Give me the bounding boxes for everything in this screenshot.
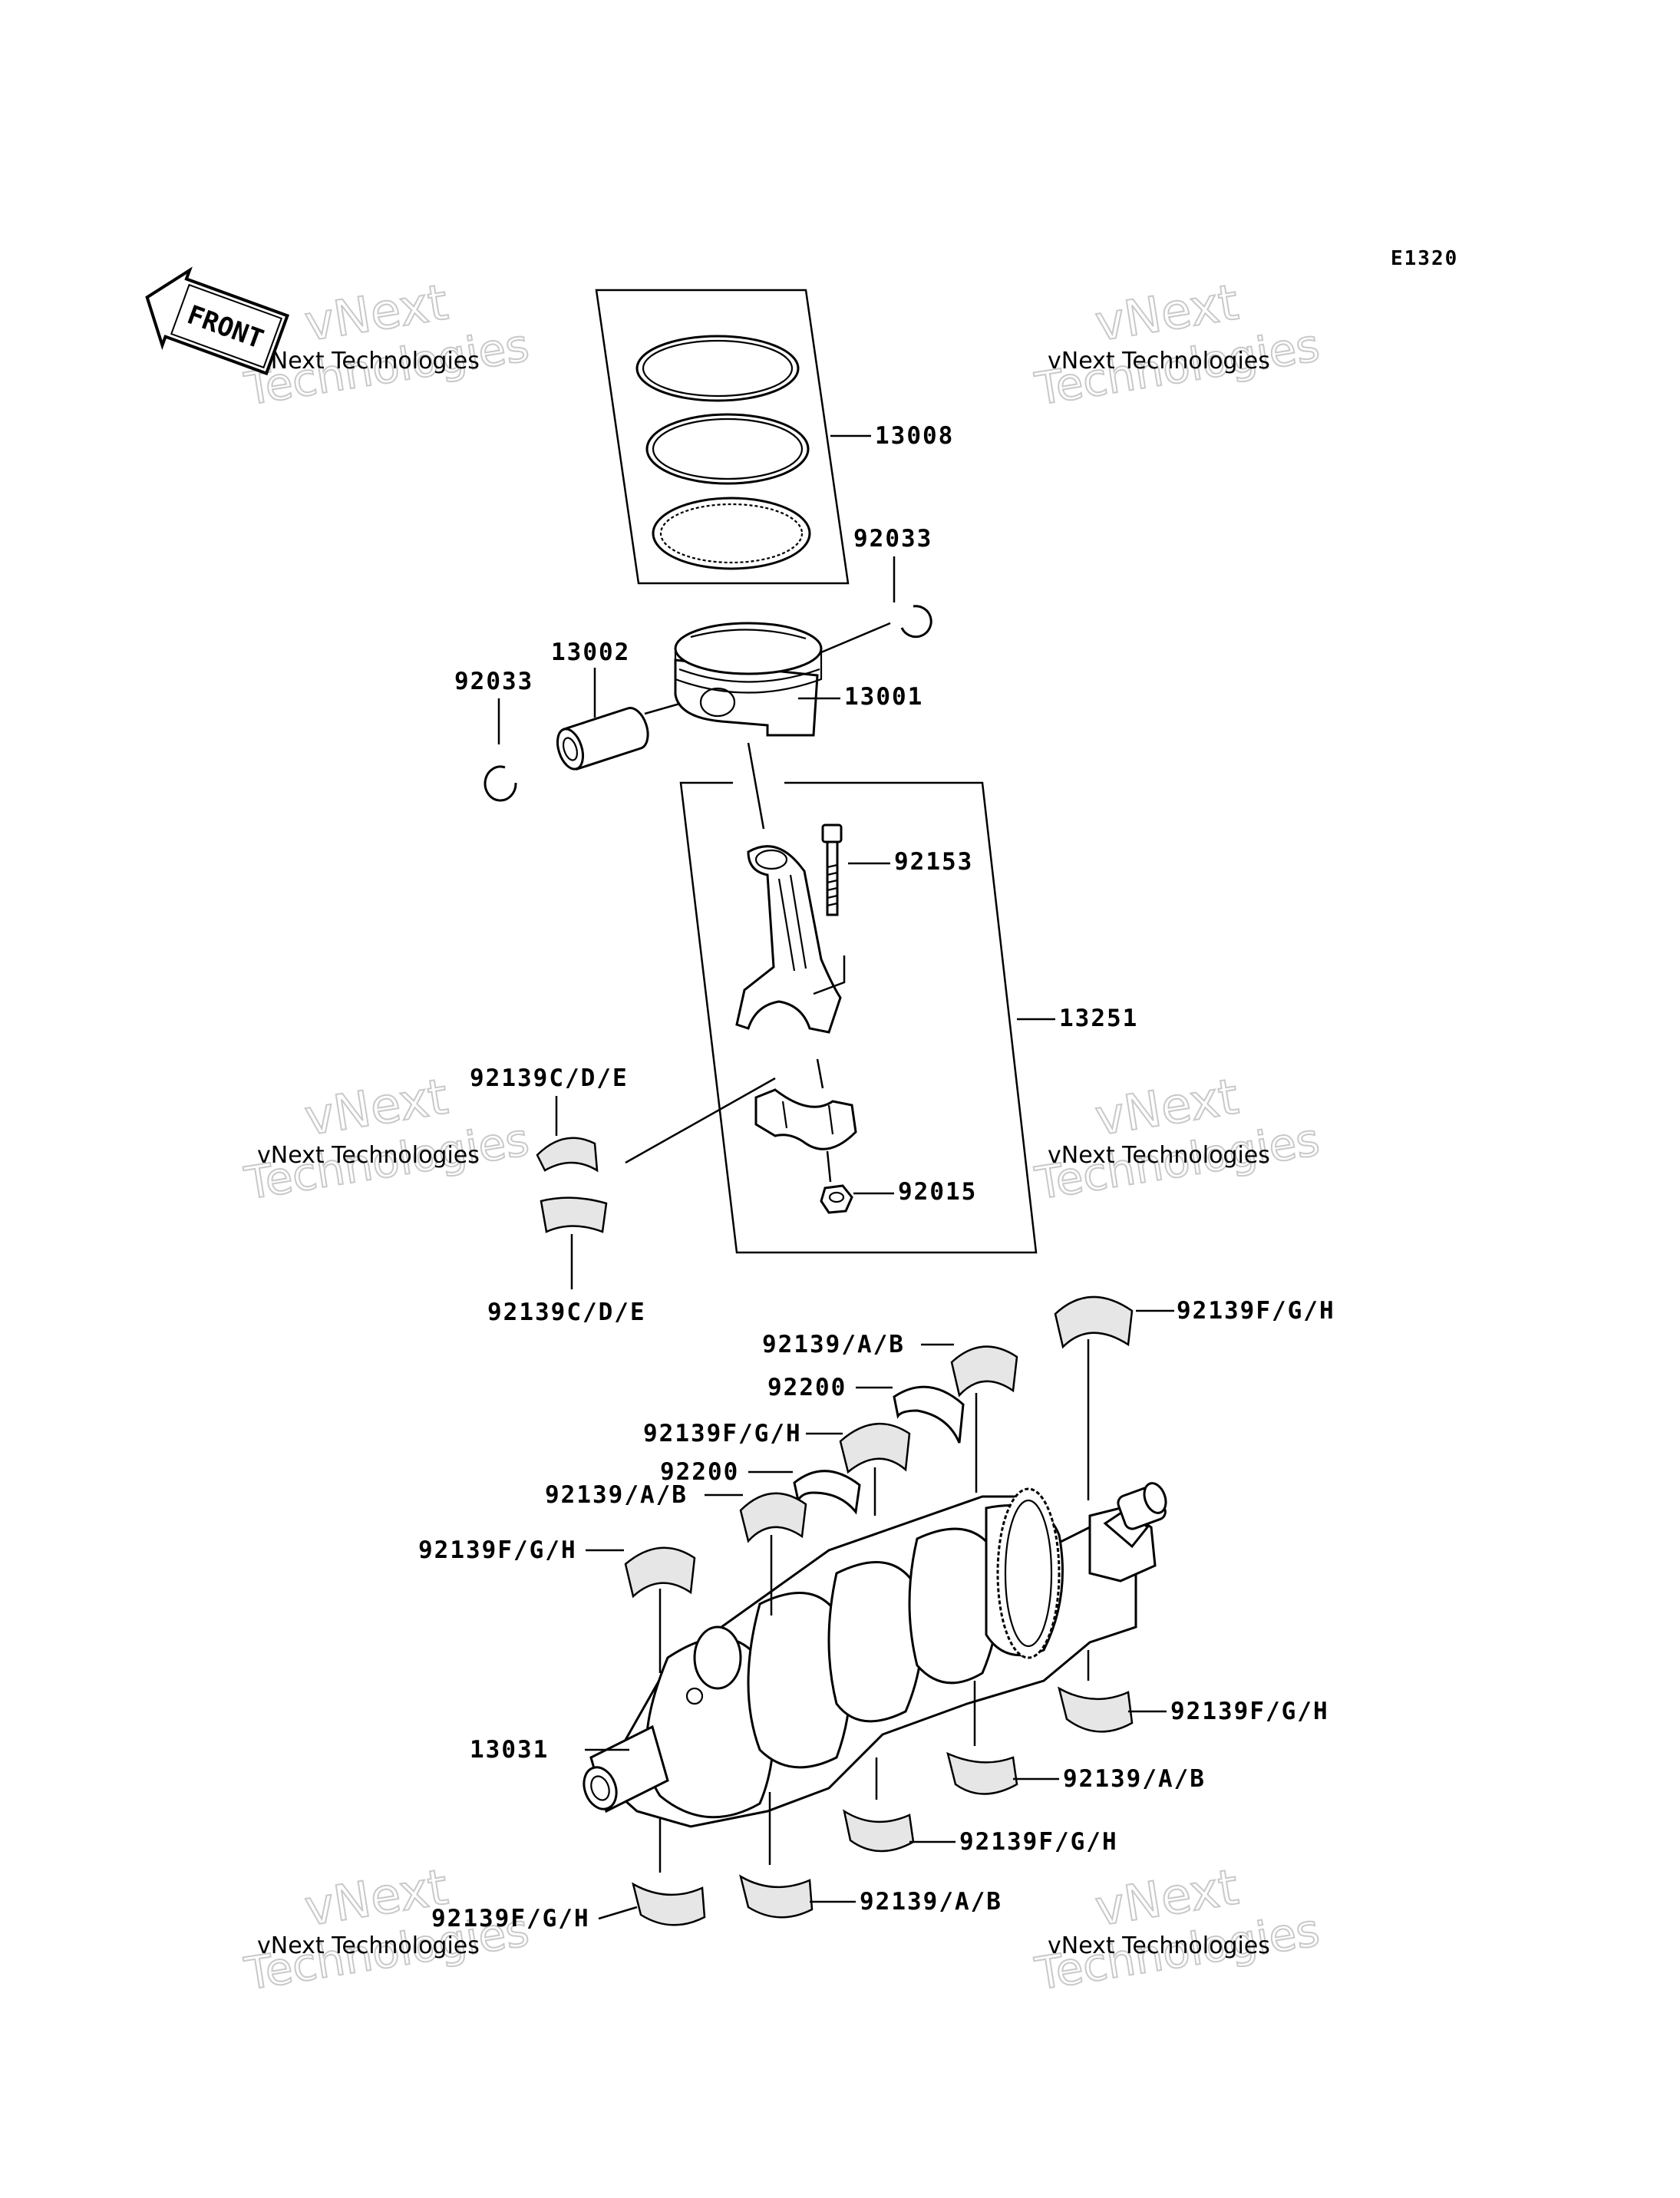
label-92139FGH-left: 92139F/G/H [418,1536,577,1564]
piston-pin-clip-left [484,765,517,802]
rod-cap [754,1088,857,1150]
main-bearing-top-right [1054,1295,1134,1349]
svg-text:vNext Technologies: vNext Technologies [1048,1932,1270,1959]
diagram-code: E1320 [1391,247,1458,270]
label-92139AB-low: 92139/A/B [1063,1765,1206,1793]
watermark-top-right: vNext Technologies vNext Technologies [1031,273,1324,416]
label-92139FGH-2: 92139F/G/H [643,1420,802,1447]
conrod-box [679,781,1038,1254]
label-92033-left: 92033 [454,668,533,695]
watermark-mid-right: vNext Technologies vNext Technologies [1031,1068,1324,1210]
piston-pin-clip-right [900,605,932,639]
thrust-washer-2 [793,1470,861,1515]
main-bearing-fgh-2 [839,1422,911,1474]
label-13008: 13008 [875,422,954,450]
label-13031: 13031 [470,1736,549,1764]
svg-text:vNext Technologies: vNext Technologies [257,1142,480,1169]
label-92033-right: 92033 [853,525,932,553]
svg-text:vNext Technologies: vNext Technologies [257,1932,480,1959]
crankshaft [583,1482,1167,1828]
label-92200-2: 92200 [660,1458,739,1486]
thrust-washer-1 [893,1385,965,1444]
label-92153: 92153 [894,848,973,876]
label-92015: 92015 [898,1178,977,1206]
label-92139AB-2: 92139/A/B [545,1481,688,1509]
label-92200-1: 92200 [767,1374,847,1401]
rod-bearing-upper [536,1137,599,1173]
main-bearing-low-fgh-left [632,1882,706,1926]
main-bearing-low-right [1058,1686,1134,1733]
label-92139FGH-top-right: 92139F/G/H [1177,1297,1335,1325]
label-92139FGH-low-left: 92139F/G/H [431,1905,590,1932]
rod-bearing-lower [540,1196,608,1233]
label-92139FGH-low-mid: 92139F/G/H [959,1828,1118,1856]
main-bearing-fgh-left [624,1546,696,1599]
front-arrow-icon: FRONT [145,266,290,376]
svg-text:vNext Technologies: vNext Technologies [1048,348,1270,375]
svg-text:vNext Technologies: vNext Technologies [257,348,480,375]
label-13251: 13251 [1059,1005,1138,1032]
label-92139CDE-lower: 92139C/D/E [487,1299,646,1326]
piston [674,622,823,737]
main-bearing-ab-2 [739,1492,807,1543]
label-13002: 13002 [551,639,630,666]
piston-pin [556,707,649,771]
label-92139CDE-upper: 92139C/D/E [470,1064,629,1092]
main-bearing-ab-1 [950,1345,1018,1398]
watermark-bottom-right: vNext Technologies vNext Technologies [1031,1858,1324,2001]
rod-nut [820,1184,853,1214]
label-92139FGH-low-right: 92139F/G/H [1170,1698,1329,1725]
main-bearing-low-fgh-mid [843,1809,915,1853]
label-13001: 13001 [844,683,923,711]
main-bearing-low-ab-bottom [739,1874,814,1919]
piston-rings [635,335,811,570]
rod-bolt [821,823,843,916]
svg-text:vNext Technologies: vNext Technologies [1048,1142,1270,1169]
label-92139AB-low-bottom: 92139/A/B [860,1888,1002,1916]
connecting-rod [735,845,842,1034]
main-bearing-low-ab [946,1751,1018,1795]
label-92139AB-1: 92139/A/B [762,1331,905,1358]
rings-box [595,289,850,585]
